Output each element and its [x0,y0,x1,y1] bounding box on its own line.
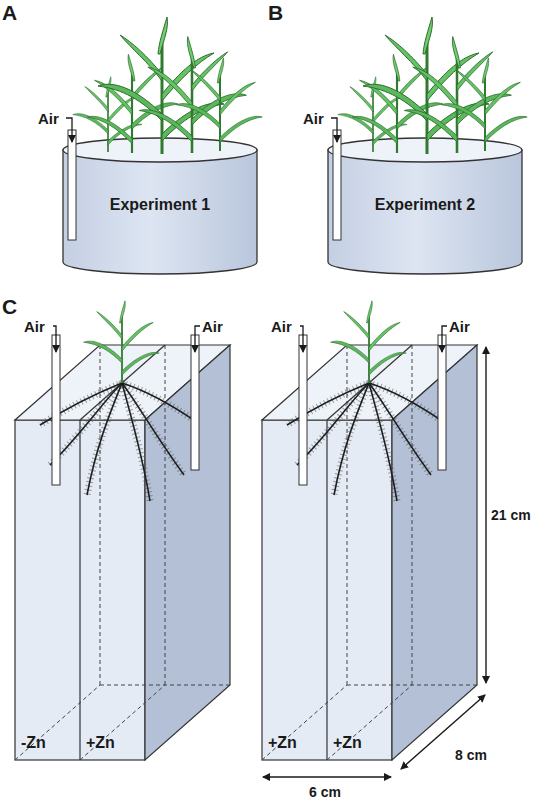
pot-b [328,17,527,274]
node-label: Experiment 1 [110,196,210,214]
dimension-label: 21 cm [491,508,531,522]
node-label: +Zn [268,734,297,752]
dimension-label: 8 cm [455,748,487,762]
dimension-label: 6 cm [309,785,341,799]
dimension-arrows [263,347,486,777]
air-label: Air [38,111,59,126]
split-root-box-left [15,301,230,760]
node-label: -Zn [21,734,46,752]
node-label: +Zn [333,734,362,752]
panel-letter: C [2,296,17,317]
panel-letter: A [2,2,17,23]
pot-body: Experiment 2 [328,175,522,235]
air-label: Air [271,319,292,334]
root-compartment: +Zn [327,420,392,760]
split-root-box-right [262,301,477,760]
panel-letter: B [268,2,283,23]
root-compartment: -Zn [15,420,80,760]
air-label: Air [303,111,324,126]
air-label: Air [449,319,470,334]
root-compartment: +Zn [80,420,145,760]
root-compartment: +Zn [262,420,327,760]
pot-a [63,17,262,274]
pot-body: Experiment 1 [63,175,257,235]
air-label: Air [202,319,223,334]
node-label: +Zn [86,734,115,752]
air-label: Air [24,319,45,334]
node-label: Experiment 2 [375,196,475,214]
